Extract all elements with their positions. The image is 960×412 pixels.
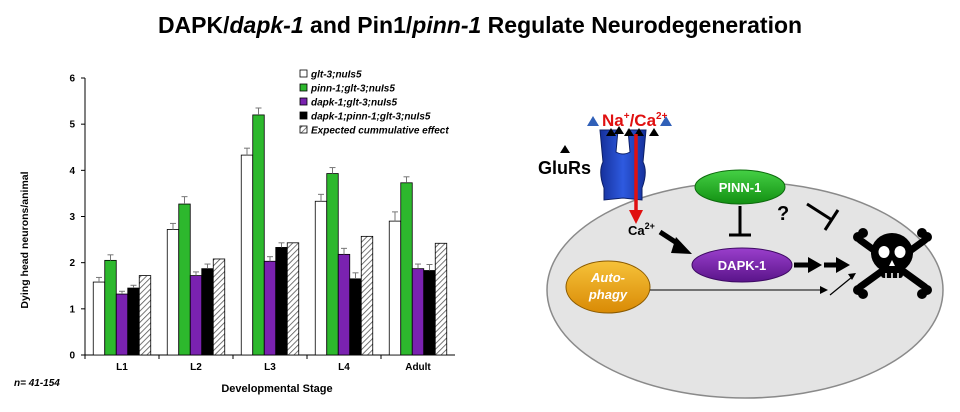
x-tick-label: L4 — [338, 362, 350, 373]
bar — [314, 200, 328, 356]
chart-bars — [92, 107, 448, 356]
y-tick-label: 2 — [69, 258, 75, 269]
bar — [115, 293, 129, 356]
legend-label: dapk-1;glt-3;nuIs5 — [311, 98, 398, 109]
bar — [326, 173, 339, 356]
bar — [201, 268, 214, 356]
legend-swatch — [299, 111, 308, 120]
glutamate-receptor-icon — [599, 129, 647, 201]
dapk1-to-death-arrows — [794, 257, 850, 273]
bar — [337, 253, 351, 356]
pinn1-node: PINN-1 — [694, 169, 786, 205]
pinn1-label: PINN-1 — [719, 180, 762, 195]
legend-swatch — [299, 83, 308, 92]
bar — [166, 229, 180, 356]
bar — [360, 235, 374, 356]
x-tick-label: L1 — [116, 362, 128, 373]
x-tick-label: Adult — [405, 362, 431, 373]
bar — [388, 220, 402, 356]
calcium-influx-arrow — [629, 134, 643, 224]
y-tick-label: 5 — [69, 120, 75, 131]
autophagy-node: Auto- phagy — [565, 260, 651, 314]
bar — [138, 275, 152, 356]
legend-label: glt-3;nuIs5 — [310, 70, 362, 81]
chart-legend: glt-3;nuIs5 pinn-1;glt-3;nuIs5 dapk-1;glt-… — [299, 69, 449, 137]
calcium-label-text: Ca — [628, 223, 645, 238]
bar — [400, 182, 413, 356]
ion-label-ca-charge: 2+ — [656, 111, 668, 122]
ion-triangles-icon — [560, 116, 672, 153]
legend-swatch — [299, 97, 308, 106]
x-axis-label: Developmental Stage — [221, 383, 332, 395]
bar — [434, 242, 448, 356]
bar-chart: 0 1 2 3 4 5 6L1 L2 L3 L4 Adult glt-3;nuIs5 pinn-1;g… — [14, 69, 455, 395]
thin-death-arrow — [829, 273, 856, 296]
autophagy-label-line2: phagy — [588, 287, 628, 302]
bar — [349, 278, 362, 356]
ion-label-na-charge: + — [624, 111, 630, 122]
title-part-4: pinn-1 — [412, 12, 482, 38]
legend-swatch — [299, 69, 308, 78]
ion-label: Na+/Ca2+ — [602, 111, 668, 130]
legend-label: pinn-1;glt-3;nuIs5 — [310, 84, 395, 95]
y-tick-label: 0 — [69, 351, 75, 362]
bar — [212, 258, 226, 356]
bar — [240, 154, 254, 356]
ion-label-na: Na — [602, 111, 624, 130]
bar — [189, 275, 203, 356]
bar — [411, 268, 425, 356]
bar — [423, 270, 436, 356]
figure-title: DAPK/dapk-1 and Pin1/pinn-1 Regulate Neu… — [0, 12, 960, 39]
y-tick-label: 3 — [69, 212, 75, 223]
bar — [263, 260, 277, 356]
dapk1-node: DAPK-1 — [691, 247, 793, 283]
autophagy-label-line1: Auto- — [590, 270, 625, 285]
calcium-to-dapk1-arrow — [658, 229, 692, 254]
calcium-label-charge: 2+ — [645, 221, 655, 231]
skull-crossbones-icon — [853, 228, 932, 299]
title-part-2: dapk-1 — [229, 12, 304, 38]
x-tick-label: L2 — [190, 362, 202, 373]
pinn1-inhibits-death — [806, 202, 840, 231]
bar — [286, 242, 300, 356]
bar — [104, 259, 117, 356]
bar — [92, 281, 106, 356]
pathway-diagram: Na+/Ca2+ GluRs Ca2+ PINN-1 ? DAPK-1 Auto… — [538, 111, 944, 399]
y-axis-label: Dying head neurons/animal — [19, 171, 31, 308]
calcium-label: Ca2+ — [628, 221, 655, 238]
ion-label-ca: /Ca — [630, 111, 657, 130]
title-part-3: and Pin1/ — [303, 12, 413, 38]
title-part-1: DAPK/ — [157, 12, 230, 38]
y-tick-label: 6 — [69, 74, 75, 85]
question-mark: ? — [777, 203, 789, 225]
x-tick-label: L3 — [264, 362, 276, 373]
pinn1-inhibits-dapk1 — [729, 206, 751, 237]
bar — [127, 287, 140, 356]
legend-label: dapk-1;pinn-1;glt-3;nuIs5 — [311, 112, 431, 123]
legend-swatch — [299, 125, 308, 134]
bar — [252, 114, 265, 356]
bar — [178, 203, 191, 356]
autophagy-to-death-arrow — [650, 286, 828, 294]
receptor-label: GluRs — [538, 158, 591, 178]
bar — [275, 247, 288, 356]
y-tick-label: 1 — [69, 304, 75, 315]
legend-label: Expected cummulative effect — [311, 126, 449, 137]
sample-size-note: n= 41-154 — [14, 378, 60, 389]
title-part-5: Regulate Neurodegeneration — [481, 12, 803, 38]
y-tick-label: 4 — [69, 166, 75, 177]
dapk1-label: DAPK-1 — [718, 258, 766, 273]
